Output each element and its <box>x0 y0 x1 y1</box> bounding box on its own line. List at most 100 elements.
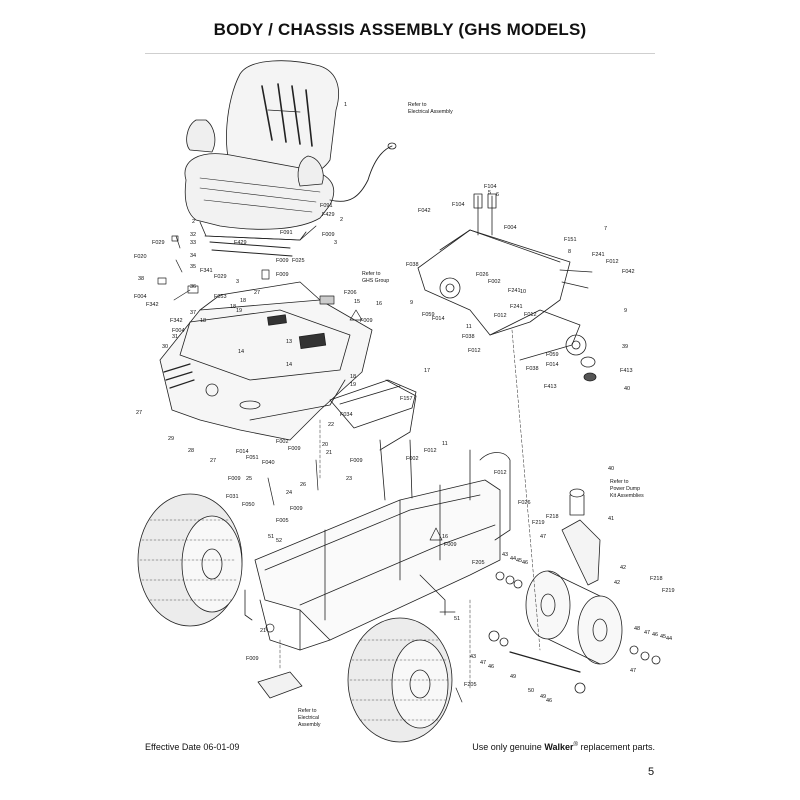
genuine-parts-notice: Use only genuine Walker® replacement par… <box>472 742 655 752</box>
part-callout: F104 <box>484 184 497 190</box>
effective-date: Effective Date 06-01-09 <box>145 742 240 752</box>
part-callout: 21 <box>326 450 332 456</box>
part-callout: F429 <box>322 212 335 218</box>
part-callout: 3 <box>236 279 239 285</box>
part-callout: F151 <box>564 237 577 243</box>
part-callout: 18 <box>240 298 246 304</box>
part-callout: F012 <box>524 312 537 318</box>
part-callout: 42 <box>620 565 626 571</box>
part-callout: F012 <box>424 448 437 454</box>
part-callout: 28 <box>188 448 194 454</box>
operator-seat-icon <box>184 60 397 241</box>
part-callout: F004 <box>134 294 147 300</box>
part-callout: F038 <box>406 262 419 268</box>
reference-notes: Refer to Electrical Assembly Refer to GH… <box>298 102 644 728</box>
part-callout: 11 <box>466 324 472 330</box>
part-callout: 23 <box>346 476 352 482</box>
part-callout: 14 <box>286 362 292 368</box>
frame-chassis-icon <box>244 439 511 651</box>
page-number: 5 <box>648 766 655 778</box>
part-callout: 34 <box>190 253 196 259</box>
part-callout: 47 <box>630 668 636 674</box>
part-callout: 47 <box>540 534 546 540</box>
part-callout: F012 <box>494 313 507 319</box>
part-callout: 49 <box>510 674 516 680</box>
part-callout: F218 <box>546 514 559 520</box>
part-callout: F241 <box>510 304 523 310</box>
part-callout: 43 <box>502 552 508 558</box>
part-callout: 52 <box>276 538 282 544</box>
part-callout: 29 <box>168 436 174 442</box>
part-callout: F241 <box>508 288 521 294</box>
part-callout: 37 <box>190 310 196 316</box>
part-callout: F002 <box>276 439 289 445</box>
part-callout: F009 <box>290 506 303 512</box>
part-callout: 45 <box>516 558 522 564</box>
part-callout: F040 <box>262 460 275 466</box>
part-callout: 51 <box>268 534 274 540</box>
part-callout: F014 <box>432 316 445 322</box>
brand-name: Walker <box>544 742 574 752</box>
notice-prefix: Use only genuine <box>472 742 542 752</box>
frame-chassis-icon <box>159 241 417 451</box>
part-callout: F012 <box>494 470 507 476</box>
part-callout: F005 <box>276 518 289 524</box>
part-callout: F059 <box>546 352 559 358</box>
part-callout: F009 <box>276 272 289 278</box>
part-callout: F004 <box>504 225 517 231</box>
part-callout: 36 <box>190 284 196 290</box>
part-callout: F042 <box>622 269 635 275</box>
part-callout: 33 <box>190 240 196 246</box>
part-callout: 51 <box>454 616 460 622</box>
part-callout: F206 <box>344 290 357 296</box>
part-callout: 39 <box>622 344 628 350</box>
part-callout: F004 <box>172 328 185 334</box>
part-callout: 46 <box>546 698 552 704</box>
part-callout: F429 <box>234 240 247 246</box>
part-callout: 47 <box>480 660 486 666</box>
part-callout: F009 <box>444 542 457 548</box>
part-callout: 38 <box>138 276 144 282</box>
part-callout: 3 <box>334 240 337 246</box>
note-power-dump: Refer to Power Dump Kit Assemblies <box>610 479 644 499</box>
part-callout: 14 <box>238 349 244 355</box>
part-callout: F009 <box>246 656 259 662</box>
part-callout: 2 <box>192 219 195 225</box>
part-callout: F002 <box>488 279 501 285</box>
part-callout: F029 <box>152 240 165 246</box>
brand-mark: ® <box>573 742 578 748</box>
part-callout: F218 <box>650 576 663 582</box>
part-callout: 27 <box>254 290 260 296</box>
part-callout: 32 <box>190 232 196 238</box>
note-electrical-bottom: Refer to Electrical Assembly <box>298 708 321 728</box>
part-callout: 17 <box>424 368 430 374</box>
part-callout: F053 <box>214 294 227 300</box>
part-callout: 9 <box>410 300 413 306</box>
part-callout: F219 <box>532 520 545 526</box>
part-callout: 40 <box>608 466 614 472</box>
part-callout: 42 <box>614 580 620 586</box>
part-callout: 27 <box>210 458 216 464</box>
part-callout: 21 <box>260 628 266 634</box>
part-callout: F002 <box>406 456 419 462</box>
part-callout: 46 <box>522 560 528 566</box>
part-callout: 18 <box>200 318 206 324</box>
part-callout: F205 <box>472 560 485 566</box>
part-callout: 15 <box>354 299 360 305</box>
part-callout: F014 <box>236 449 249 455</box>
part-callout: F342 <box>170 318 183 324</box>
part-callout: 7 <box>604 226 607 232</box>
part-callout: F026 <box>518 500 531 506</box>
part-callout: 40 <box>624 386 630 392</box>
part-callout: F012 <box>606 259 619 265</box>
part-callout: F025 <box>292 258 305 264</box>
page-title: BODY / CHASSIS ASSEMBLY (GHS MODELS) <box>213 20 587 39</box>
part-callout: 49 <box>540 694 546 700</box>
part-callout: F009 <box>350 458 363 464</box>
part-callout: F219 <box>662 588 675 594</box>
part-callout: 18 <box>350 374 356 380</box>
part-callout: F205 <box>464 682 477 688</box>
part-callout: 13 <box>286 339 292 345</box>
part-callout: F050 <box>242 502 255 508</box>
